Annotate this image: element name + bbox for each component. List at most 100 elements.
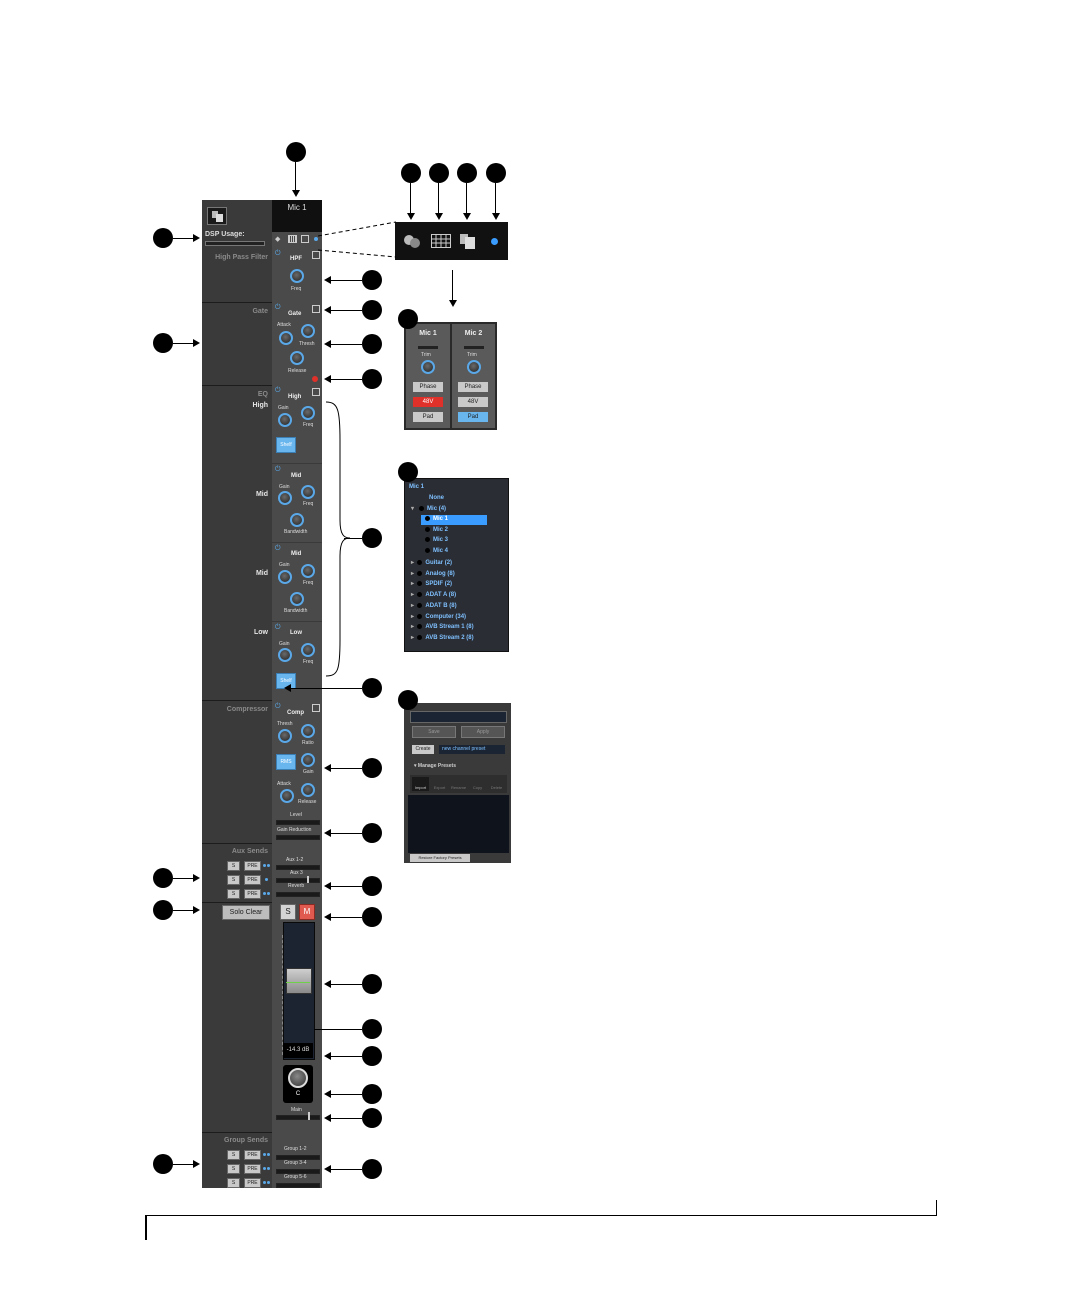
comp-expand-icon[interactable] bbox=[312, 704, 320, 712]
source-item[interactable]: None bbox=[429, 495, 444, 501]
phase-button[interactable]: Phase bbox=[458, 382, 488, 392]
eq-mid1-power-icon[interactable]: ⏻ bbox=[275, 466, 281, 473]
new-preset-name-field[interactable]: new channel preset bbox=[439, 745, 505, 754]
source-group[interactable]: ▸ Analog (8) bbox=[411, 570, 455, 577]
comp-gain-knob[interactable] bbox=[301, 753, 315, 767]
aux-pre-button[interactable]: PRE bbox=[244, 875, 261, 885]
eq-high-shelf-button[interactable]: Shelf bbox=[276, 437, 296, 453]
group-pre-button[interactable]: PRE bbox=[244, 1164, 261, 1174]
source-group[interactable]: ▸ AVB Stream 2 (8) bbox=[411, 634, 474, 641]
grid-icon[interactable] bbox=[288, 235, 297, 243]
hpf-freq-knob[interactable] bbox=[290, 269, 304, 283]
eq-low-freq-knob[interactable] bbox=[301, 643, 315, 657]
eq-mid2-power-icon[interactable]: ⏻ bbox=[275, 545, 281, 552]
solo-clear-button[interactable]: Solo Clear bbox=[222, 905, 270, 920]
import-preset-button[interactable]: Import bbox=[412, 777, 429, 791]
source-item[interactable]: Mic 1 bbox=[425, 516, 448, 522]
export-preset-button[interactable]: Export bbox=[433, 785, 446, 790]
mute-button[interactable]: M bbox=[299, 904, 315, 920]
aux-send-slider[interactable] bbox=[276, 878, 320, 883]
group-pre-button[interactable]: PRE bbox=[244, 1150, 261, 1160]
phase-button[interactable]: Phase bbox=[413, 382, 443, 392]
eq-mid1-gain-knob[interactable] bbox=[278, 491, 292, 505]
gate-attack-knob[interactable] bbox=[279, 331, 293, 345]
group-solo-button[interactable]: S bbox=[227, 1164, 240, 1174]
grid-icon[interactable] bbox=[431, 234, 451, 248]
eq-mid2-gain-knob[interactable] bbox=[278, 570, 292, 584]
preset-list[interactable] bbox=[408, 795, 509, 853]
eq-low-gain-knob[interactable] bbox=[278, 648, 292, 662]
eq-mid1-freq-knob[interactable] bbox=[301, 485, 315, 499]
gate-release-knob[interactable] bbox=[290, 351, 304, 365]
comp-attack-knob[interactable] bbox=[280, 789, 294, 803]
eq-mid1-bandwidth-knob[interactable] bbox=[290, 513, 304, 527]
manage-presets-toggle[interactable]: ▾ Manage Presets bbox=[414, 763, 456, 769]
phantom-48v-button[interactable]: 48V bbox=[413, 397, 443, 407]
main-send-slider[interactable] bbox=[276, 1115, 320, 1120]
comp-rms-button[interactable]: RMS bbox=[276, 754, 296, 770]
copy-preset-button[interactable]: Copy bbox=[472, 785, 483, 790]
hpf-power-icon[interactable]: ⏻ bbox=[275, 250, 281, 257]
group-pre-button[interactable]: PRE bbox=[244, 1178, 261, 1188]
rename-preset-button[interactable]: Rename bbox=[450, 785, 467, 790]
gate-power-icon[interactable]: ⏻ bbox=[275, 304, 281, 311]
pan-knob[interactable] bbox=[288, 1068, 308, 1088]
aux-pre-button[interactable]: PRE bbox=[244, 861, 261, 871]
aux-send-slider[interactable] bbox=[276, 865, 320, 870]
main-send-handle[interactable] bbox=[308, 1112, 310, 1120]
aux-solo-button[interactable]: S bbox=[227, 861, 240, 871]
comp-ratio-knob[interactable] bbox=[301, 724, 315, 738]
source-group-mic[interactable]: ▾ Mic (4) bbox=[411, 505, 447, 512]
pan-control[interactable]: C bbox=[283, 1065, 313, 1103]
hpf-expand-icon[interactable] bbox=[312, 251, 320, 259]
source-item[interactable]: Mic 4 bbox=[425, 548, 448, 554]
aux-send-handle[interactable] bbox=[307, 876, 309, 883]
eq-low-power-icon[interactable]: ⏻ bbox=[275, 624, 281, 631]
solo-button[interactable]: S bbox=[280, 904, 296, 920]
source-item[interactable]: Mic 3 bbox=[425, 537, 448, 543]
trim-knob[interactable] bbox=[421, 360, 435, 374]
channel-list-icon[interactable] bbox=[207, 207, 227, 225]
source-group[interactable]: ▸ ADAT A (8) bbox=[411, 591, 457, 598]
group-send-slider[interactable] bbox=[276, 1183, 320, 1188]
source-item[interactable]: Mic 2 bbox=[425, 527, 448, 533]
comp-release-knob[interactable] bbox=[301, 783, 315, 797]
restore-factory-presets-button[interactable]: Restore Factory Presets bbox=[410, 854, 470, 862]
channel-name[interactable]: Mic 1 bbox=[272, 200, 322, 232]
input-icon[interactable] bbox=[403, 233, 420, 249]
preset-apply-button[interactable]: Apply bbox=[461, 726, 505, 738]
source-group[interactable]: ▸ Computer (34) bbox=[411, 613, 467, 620]
delete-preset-button[interactable]: Delete bbox=[490, 785, 503, 790]
aux-solo-button[interactable]: S bbox=[227, 889, 240, 899]
group-send-slider[interactable] bbox=[276, 1155, 320, 1160]
presets-icon[interactable] bbox=[301, 235, 309, 243]
group-send-slider[interactable] bbox=[276, 1169, 320, 1174]
eq-expand-icon[interactable] bbox=[312, 388, 320, 396]
eq-mid2-freq-knob[interactable] bbox=[301, 564, 315, 578]
aux-pre-button[interactable]: PRE bbox=[244, 889, 261, 899]
eq-power-icon[interactable]: ⏻ bbox=[275, 387, 281, 394]
preset-name-field[interactable] bbox=[410, 711, 507, 723]
preset-create-button[interactable]: Create bbox=[412, 745, 434, 754]
group-solo-button[interactable]: S bbox=[227, 1178, 240, 1188]
source-item-selected[interactable] bbox=[421, 515, 487, 525]
trim-knob[interactable] bbox=[467, 360, 481, 374]
aux-send-slider[interactable] bbox=[276, 892, 320, 897]
input-icon[interactable]: ◆ bbox=[275, 236, 281, 243]
eq-high-freq-knob[interactable] bbox=[301, 406, 315, 420]
group-solo-button[interactable]: S bbox=[227, 1150, 240, 1160]
aux-solo-button[interactable]: S bbox=[227, 875, 240, 885]
presets-icon[interactable] bbox=[459, 232, 477, 250]
source-group[interactable]: ▸ AVB Stream 1 (8) bbox=[411, 623, 474, 630]
fader-handle[interactable] bbox=[286, 968, 312, 994]
eq-high-gain-knob[interactable] bbox=[278, 413, 292, 427]
preset-save-button[interactable]: Save bbox=[412, 726, 456, 738]
comp-thresh-knob[interactable] bbox=[278, 729, 292, 743]
gate-thresh-knob[interactable] bbox=[301, 324, 315, 338]
comp-power-icon[interactable]: ⏻ bbox=[275, 703, 281, 710]
pad-button[interactable]: Pad bbox=[413, 412, 443, 422]
source-group[interactable]: ▸ ADAT B (8) bbox=[411, 602, 457, 609]
pad-button[interactable]: Pad bbox=[458, 412, 488, 422]
eq-mid2-bandwidth-knob[interactable] bbox=[290, 592, 304, 606]
source-group[interactable]: ▸ SPDIF (2) bbox=[411, 580, 453, 587]
